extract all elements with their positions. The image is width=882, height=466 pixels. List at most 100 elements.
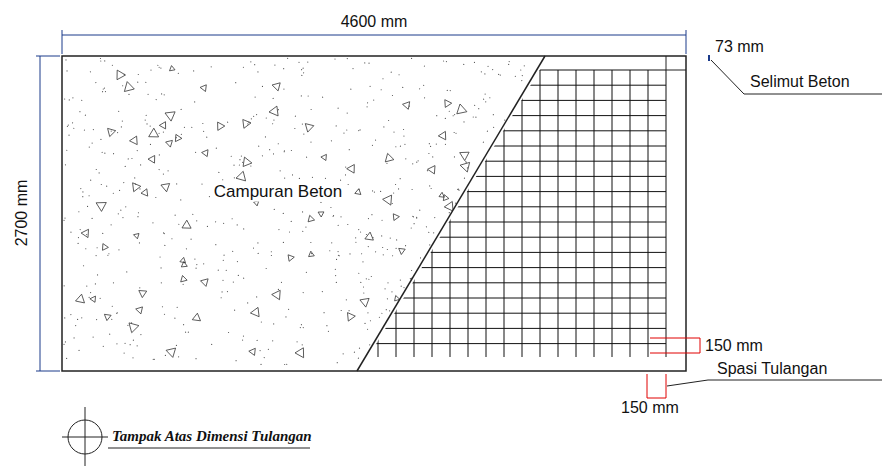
aggregate (295, 348, 304, 358)
sand-dot (371, 214, 372, 215)
sand-dot (451, 324, 452, 325)
sand-dot (128, 158, 129, 159)
aggregate (393, 336, 401, 344)
sand-dot (156, 99, 157, 100)
sand-dot (257, 71, 258, 72)
sand-dot (102, 152, 103, 153)
sand-dot (542, 126, 543, 127)
sand-dot (137, 150, 138, 151)
sand-dot (506, 309, 507, 310)
rebar-line (350, 343, 666, 344)
sand-dot (518, 107, 519, 108)
dimension-text: 150 mm (703, 337, 765, 355)
rebar-line (504, 70, 505, 357)
sand-dot (366, 106, 367, 107)
sand-dot (165, 355, 166, 356)
sand-dot (66, 70, 67, 71)
sand-dot (73, 337, 74, 338)
sand-dot (239, 159, 240, 160)
aggregate (318, 212, 324, 217)
rebar-line (414, 70, 415, 357)
sand-dot (67, 126, 68, 127)
sand-dot (347, 112, 348, 113)
sand-dot (395, 358, 396, 359)
sand-dot (164, 314, 165, 315)
sand-dot (84, 129, 85, 130)
sand-dot (338, 225, 339, 226)
sand-dot (493, 114, 494, 115)
sand-dot (274, 64, 275, 65)
aggregate (130, 136, 138, 145)
sand-dot (400, 178, 401, 179)
sand-dot (416, 217, 417, 218)
sand-dot (181, 109, 182, 110)
rebar-line (350, 267, 666, 268)
sand-dot (89, 297, 90, 298)
sand-dot (469, 269, 470, 270)
sand-dot (355, 237, 356, 238)
sand-dot (100, 60, 101, 61)
sand-dot (183, 284, 184, 285)
rebar-line (630, 70, 631, 357)
sand-dot (411, 227, 412, 228)
sand-dot (370, 320, 371, 321)
sand-dot (485, 93, 486, 94)
sand-dot (338, 108, 339, 109)
sand-dot (445, 118, 446, 119)
aggregate (134, 234, 140, 239)
rebar-line (350, 161, 666, 162)
sand-dot (235, 360, 236, 361)
sand-dot (359, 129, 360, 130)
sand-dot (419, 210, 420, 211)
sand-dot (425, 301, 426, 302)
sand-dot (436, 115, 437, 116)
sand-dot (387, 282, 388, 283)
sand-dot (109, 334, 110, 335)
aggregate (457, 330, 462, 336)
aggregate (444, 202, 453, 212)
sand-dot (139, 242, 140, 243)
sand-dot (82, 191, 83, 192)
sand-dot (412, 216, 413, 217)
sand-dot (405, 245, 406, 246)
sand-dot (100, 58, 101, 59)
sand-dot (178, 356, 179, 357)
sand-dot (203, 131, 204, 132)
sand-dot (111, 224, 112, 225)
aggregate (161, 184, 170, 192)
sand-dot (137, 216, 138, 217)
sand-dot (226, 270, 227, 271)
sand-dot (478, 260, 479, 261)
aggregate (133, 183, 141, 192)
sand-dot (325, 178, 326, 179)
sand-dot (387, 298, 388, 299)
sand-dot (449, 212, 450, 213)
sand-dot (483, 258, 484, 259)
sand-dot (272, 123, 273, 124)
sand-dot (473, 184, 474, 185)
sand-dot (372, 190, 373, 191)
aggregate (243, 120, 251, 129)
sand-dot (453, 241, 454, 242)
sand-dot (483, 142, 484, 143)
sand-dot (528, 148, 529, 149)
sand-dot (335, 275, 336, 276)
sand-dot (457, 189, 458, 190)
sand-dot (445, 278, 446, 279)
sand-dot (112, 65, 113, 66)
sand-dot (162, 306, 163, 307)
sand-dot (223, 255, 224, 256)
rebar-line (350, 328, 666, 329)
sand-dot (300, 327, 301, 328)
sand-dot (302, 231, 303, 232)
sand-dot (411, 270, 412, 271)
sand-dot (125, 166, 126, 167)
aggregate (460, 152, 469, 160)
rebar-line (486, 70, 487, 357)
sand-dot (132, 357, 133, 358)
sand-dot (341, 310, 342, 311)
sand-dot (79, 111, 80, 112)
sand-dot (78, 350, 79, 351)
sand-dot (90, 71, 91, 72)
rebar-line (396, 70, 397, 357)
